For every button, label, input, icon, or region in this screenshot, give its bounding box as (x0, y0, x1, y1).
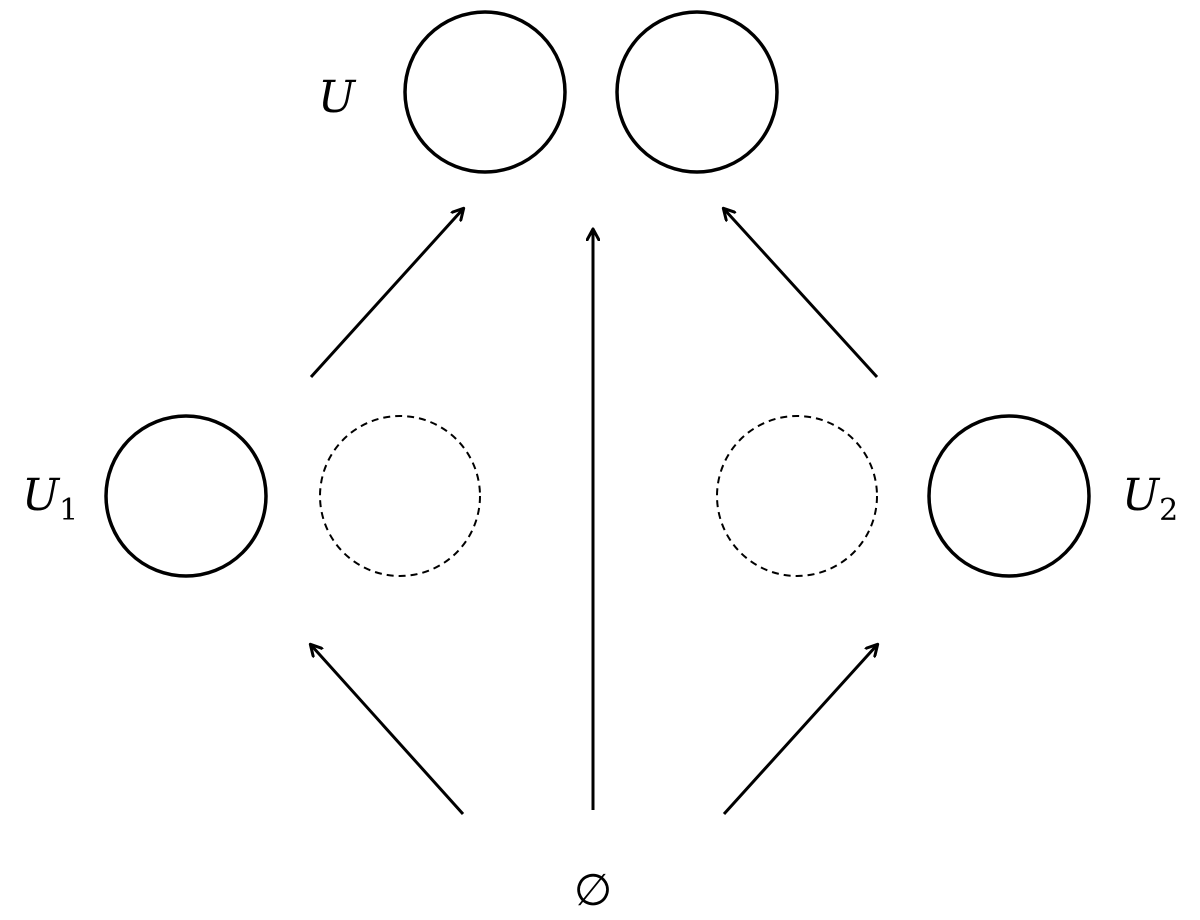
label-u2-subscript: 2 (1159, 493, 1178, 528)
label-u1-main: U (22, 470, 61, 521)
arrow-empty-to-u1 (311, 645, 465, 816)
label-u: U (318, 72, 357, 123)
u2-circle-solid (927, 414, 1091, 578)
label-u1: U1 (22, 470, 78, 528)
arrow-empty-to-u2 (722, 645, 877, 816)
node-u2: U2 (716, 414, 1178, 578)
label-u1-subscript: 1 (59, 493, 78, 528)
label-u2-main: U (1122, 470, 1161, 521)
u-circle-left (403, 10, 567, 174)
label-empty-set: ∅ (574, 865, 612, 916)
label-u2: U2 (1122, 470, 1178, 528)
node-u1: U1 (22, 414, 481, 578)
arrow-u1-to-u (309, 209, 463, 379)
u2-circle-dashed (716, 415, 878, 577)
u1-circle-solid (104, 414, 268, 578)
node-u: U (318, 10, 779, 174)
arrow-u2-to-u (724, 209, 879, 379)
u-circle-right (615, 10, 779, 174)
u1-circle-dashed (319, 415, 481, 577)
